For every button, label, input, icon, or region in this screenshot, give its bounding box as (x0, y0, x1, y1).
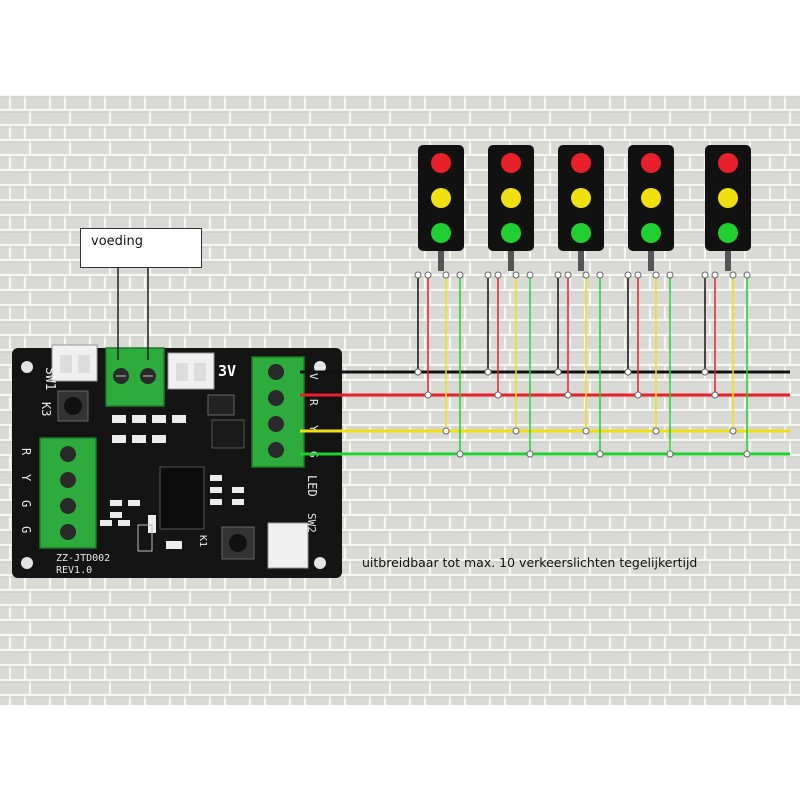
lamp-yellow (718, 188, 738, 208)
rev-label: REV1.0 (56, 565, 92, 576)
lamp-red (501, 153, 521, 173)
bus-junction (666, 450, 674, 458)
bus-junction (711, 391, 719, 399)
sw1-connector (51, 344, 98, 382)
bus-junction (494, 391, 502, 399)
bus-junction (701, 368, 709, 376)
model-label: ZZ-JTD002 (56, 553, 110, 564)
ryg-label-g1: G (19, 500, 33, 507)
traffic-light-5 (701, 145, 751, 458)
lamp-red (718, 153, 738, 173)
lamp-green (571, 223, 591, 243)
wire-junction (494, 271, 502, 279)
k3-label: K3 (39, 402, 53, 416)
lamp-yellow (501, 188, 521, 208)
wire-junction (414, 271, 422, 279)
wire-junction (666, 271, 674, 279)
traffic-light-4 (624, 145, 674, 458)
traffic-light-pole (648, 251, 654, 271)
bus-junction (526, 450, 534, 458)
ic-chip (159, 466, 205, 530)
sw1-label: SW1 (42, 367, 57, 390)
bus-junction (652, 427, 660, 435)
wire-junction (634, 271, 642, 279)
wire-junction (743, 271, 751, 279)
lamp-yellow (571, 188, 591, 208)
wire-junction (456, 271, 464, 279)
bus-junction (424, 391, 432, 399)
bus-junction (634, 391, 642, 399)
lamp-yellow (431, 188, 451, 208)
wire-junction (526, 271, 534, 279)
traffic-light-pole (578, 251, 584, 271)
wire-junction (442, 271, 450, 279)
bus-junction (554, 368, 562, 376)
bus-junction (582, 427, 590, 435)
ryg-label-g2: G (19, 526, 33, 533)
traffic-lights (414, 145, 751, 458)
led-label: LED (305, 475, 319, 497)
traffic-light-pole (508, 251, 514, 271)
wire-junction (652, 271, 660, 279)
lamp-green (431, 223, 451, 243)
lamp-red (431, 153, 451, 173)
lamp-yellow (641, 188, 661, 208)
sw2-label: SW2 (305, 513, 318, 533)
terminal-label-v: V (307, 373, 320, 380)
wire-junction (484, 271, 492, 279)
wire-junction (729, 271, 737, 279)
wire-junction (711, 271, 719, 279)
bus-junction (596, 450, 604, 458)
bus-junction (743, 450, 751, 458)
bus-junction (484, 368, 492, 376)
wire-junction (624, 271, 632, 279)
lamp-green (641, 223, 661, 243)
lamp-red (571, 153, 591, 173)
power-wires (117, 267, 149, 360)
lamp-green (718, 223, 738, 243)
voltage-label: 3V (218, 362, 236, 380)
traffic-light-pole (725, 251, 731, 271)
bus-junction (624, 368, 632, 376)
traffic-light-3 (554, 145, 604, 458)
terminal-label-r: R (307, 399, 320, 406)
ryg-label-y: Y (19, 474, 33, 482)
traffic-light-1 (414, 145, 464, 458)
bus-junction (512, 427, 520, 435)
traffic-light-2 (484, 145, 534, 458)
traffic-light-pole (438, 251, 444, 271)
wire-junction (582, 271, 590, 279)
led-connector (267, 522, 309, 569)
lamp-red (641, 153, 661, 173)
bus-junction (729, 427, 737, 435)
3v-connector (167, 352, 215, 390)
wire-junction (596, 271, 604, 279)
bus-junction (442, 427, 450, 435)
power-label: voeding (80, 228, 202, 268)
wire-junction (554, 271, 562, 279)
control-board: 3V SW1 K3 R Y G G V R Y G LED SW2 K1 ZZ-… (12, 344, 342, 578)
terminal-label-y: Y (307, 425, 320, 432)
bus-junction (414, 368, 422, 376)
wire-junction (512, 271, 520, 279)
caption-text: uitbreidbaar tot max. 10 verkeerslichten… (362, 555, 698, 570)
scene: 3V SW1 K3 R Y G G V R Y G LED SW2 K1 ZZ-… (0, 95, 800, 705)
k1-label: K1 (197, 535, 208, 547)
bus-junction (456, 450, 464, 458)
bus-junction (564, 391, 572, 399)
wire-junction (424, 271, 432, 279)
wire-junction (564, 271, 572, 279)
lamp-green (501, 223, 521, 243)
wire-junction (701, 271, 709, 279)
ryg-label-r: R (19, 448, 33, 456)
